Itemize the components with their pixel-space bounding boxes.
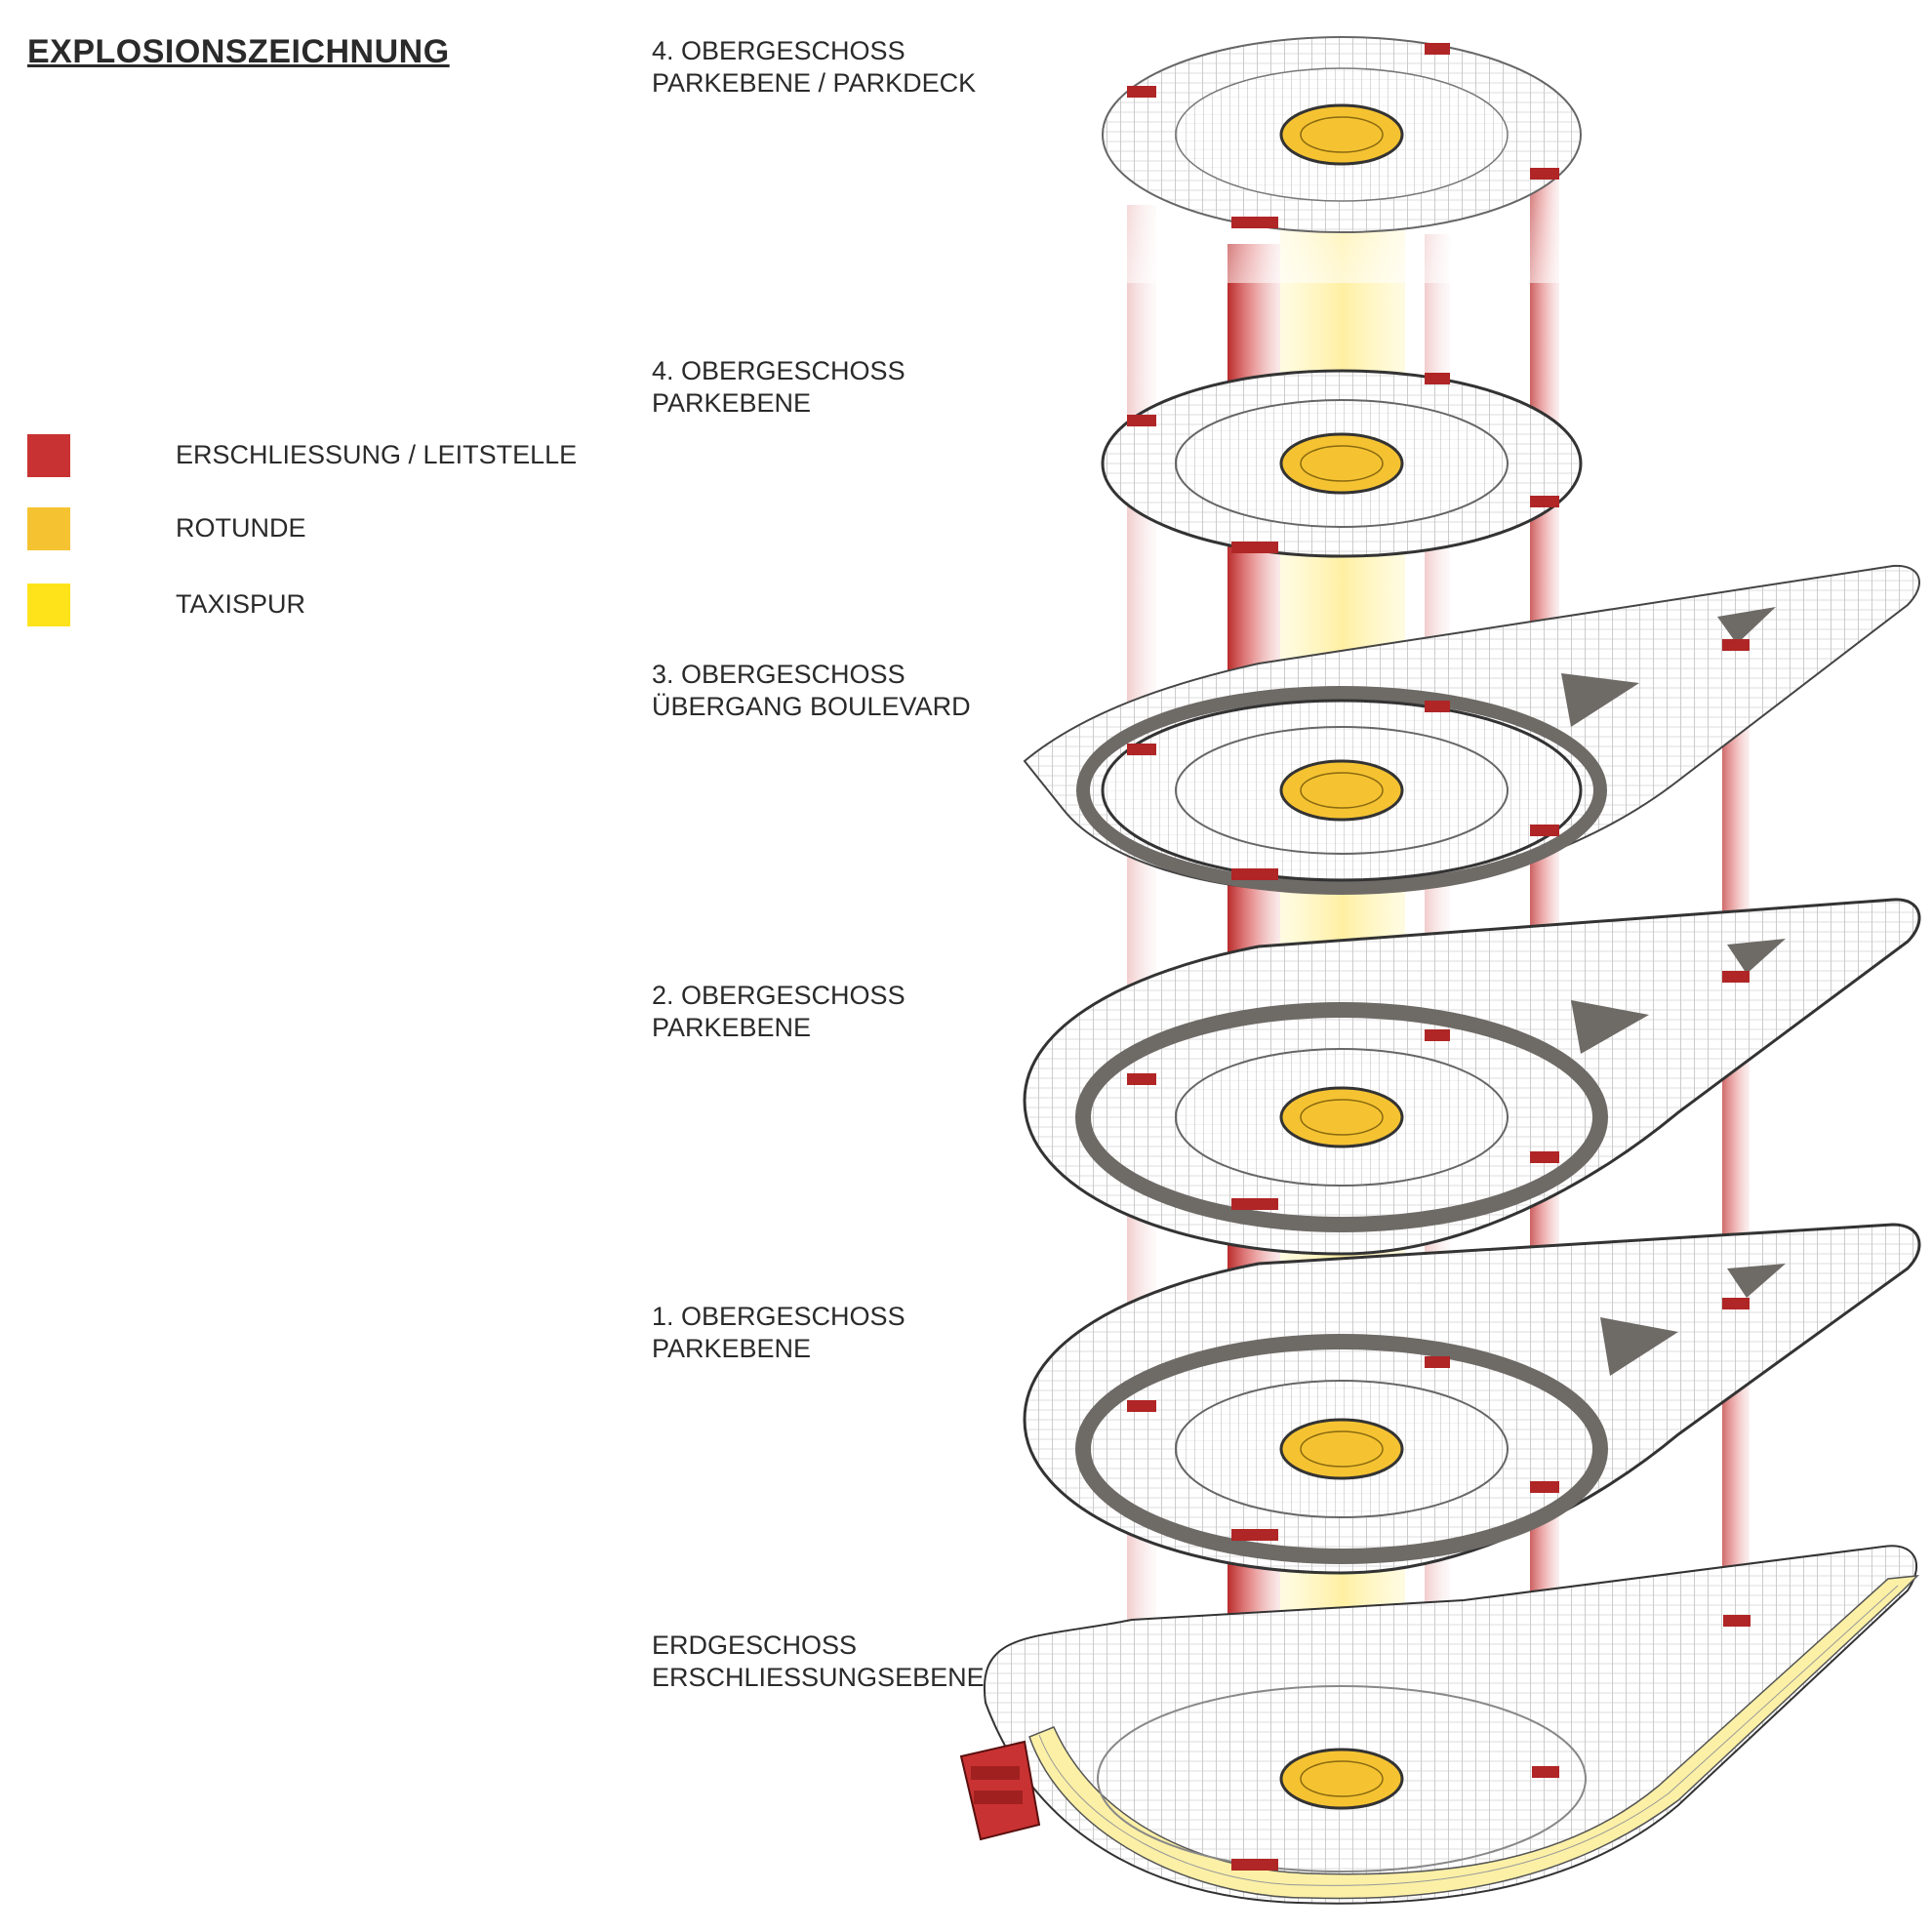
floor-1og xyxy=(1023,1223,1921,1575)
legend-swatch-taxispur xyxy=(27,584,70,626)
2og-rotunde-inner xyxy=(1300,1099,1384,1136)
level-label-line1: 3. OBERGESCHOSS xyxy=(652,660,906,689)
eg-core xyxy=(1231,1859,1278,1871)
2og-core xyxy=(1127,1073,1156,1085)
level-label-line1: 1. OBERGESCHOSS xyxy=(652,1302,906,1331)
eg-slab xyxy=(983,1545,1918,1905)
level-label-line1: ERDGESCHOSS xyxy=(652,1630,858,1660)
level-label-line1: 4. OBERGESCHOSS xyxy=(652,36,906,65)
shaft-red-far-right xyxy=(1722,634,1750,1649)
level-label-1og: 1. OBERGESCHOSS PARKEBENE xyxy=(652,1301,906,1365)
3og-triangle xyxy=(1561,673,1639,727)
1og-core xyxy=(1530,1481,1559,1493)
floor-3og xyxy=(1023,564,1920,895)
eg-rotunde-inner xyxy=(1300,1760,1384,1797)
3og-triangle xyxy=(1717,607,1776,644)
floor-4og-parkebene xyxy=(1101,369,1583,558)
level-label-line2: PARKEBENE xyxy=(652,1334,812,1363)
level-label-2og: 2. OBERGESCHOSS PARKEBENE xyxy=(652,980,906,1044)
3og-core xyxy=(1530,825,1559,836)
eg-taxispur-lines xyxy=(1038,1585,1899,1886)
1og-core xyxy=(1425,1356,1450,1368)
level-label-line2: PARKEBENE xyxy=(652,388,812,418)
1og-core xyxy=(1722,1298,1750,1309)
eg-core xyxy=(1723,1615,1751,1627)
1og-rotunde-inner xyxy=(1300,1430,1384,1468)
4og-core xyxy=(1425,373,1450,384)
1og-triangle xyxy=(1600,1317,1678,1376)
1og-ramp-ring xyxy=(1075,1334,1608,1564)
level-label-eg: ERDGESCHOSS ERSCHLIESSUNGSEBENE xyxy=(652,1630,985,1694)
legend-label-taxispur: TAXISPUR xyxy=(176,589,306,619)
level-label-line2: PARKEBENE xyxy=(652,1013,812,1042)
4og-core xyxy=(1127,415,1156,426)
level-label-line2: PARKEBENE / PARKDECK xyxy=(652,68,977,98)
floor-2og xyxy=(1023,898,1921,1256)
2og-triangle xyxy=(1727,939,1786,974)
4og-rotunde-inner xyxy=(1300,445,1384,482)
level-label-line1: 4. OBERGESCHOSS xyxy=(652,356,906,385)
2og-core xyxy=(1425,1029,1450,1041)
3og-core xyxy=(1425,701,1450,712)
3og-inner-ring xyxy=(1175,726,1509,855)
level-label-line2: ERSCHLIESSUNGSEBENE xyxy=(652,1663,985,1692)
2og-core xyxy=(1722,971,1750,983)
eg-core xyxy=(1532,1766,1559,1778)
2og-triangle xyxy=(1571,1000,1649,1054)
floor-4og-parkdeck xyxy=(1102,36,1582,233)
eg-rotunde xyxy=(1279,1748,1404,1810)
3og-ramp-ring xyxy=(1076,686,1607,895)
3og-core xyxy=(1127,744,1156,755)
eg-leitstelle-detail xyxy=(974,1791,1023,1804)
legend-label-erschliessung: ERSCHLIESSUNG / LEITSTELLE xyxy=(176,440,578,469)
eg-leitstelle-detail xyxy=(971,1766,1020,1780)
1og-rotunde xyxy=(1279,1418,1404,1480)
3og-rotunde-inner xyxy=(1300,772,1384,809)
deck-rotunde-inner xyxy=(1300,116,1384,153)
2og-rotunde xyxy=(1279,1086,1404,1148)
4og-core xyxy=(1530,496,1559,507)
level-label-4og-parkebene: 4. OBERGESCHOSS PARKEBENE xyxy=(652,355,906,420)
level-label-4og-parkdeck: 4. OBERGESCHOSS PARKEBENE / PARKDECK xyxy=(652,35,976,100)
1og-core xyxy=(1127,1400,1156,1412)
deck-core xyxy=(1127,86,1156,98)
3og-core xyxy=(1722,639,1750,651)
deck-core xyxy=(1530,168,1559,180)
1og-triangle xyxy=(1727,1264,1786,1298)
2og-core xyxy=(1530,1151,1559,1163)
level-label-line1: 2. OBERGESCHOSS xyxy=(652,981,906,1010)
floor-erdgeschoss xyxy=(959,1545,1920,1905)
figure-title: EXPLOSIONSZEICHNUNG xyxy=(27,33,450,70)
legend-swatch-rotunde xyxy=(27,507,70,550)
deck-rotunde xyxy=(1279,103,1404,166)
legend-label-rotunde: ROTUNDE xyxy=(176,513,306,543)
2og-ramp-ring xyxy=(1075,1002,1608,1232)
deck-core xyxy=(1425,43,1450,55)
3og-core xyxy=(1231,868,1278,880)
legend-swatch-erschliessung xyxy=(27,434,70,477)
2og-core xyxy=(1231,1198,1278,1210)
3og-rotunde xyxy=(1279,759,1404,822)
level-label-line2: ÜBERGANG BOULEVARD xyxy=(652,692,971,721)
level-label-3og: 3. OBERGESCHOSS ÜBERGANG BOULEVARD xyxy=(652,659,971,723)
1og-core xyxy=(1231,1529,1278,1541)
4og-rotunde xyxy=(1279,432,1404,495)
deck-core xyxy=(1231,217,1278,228)
4og-core xyxy=(1231,542,1278,553)
eg-ring xyxy=(1097,1685,1587,1872)
